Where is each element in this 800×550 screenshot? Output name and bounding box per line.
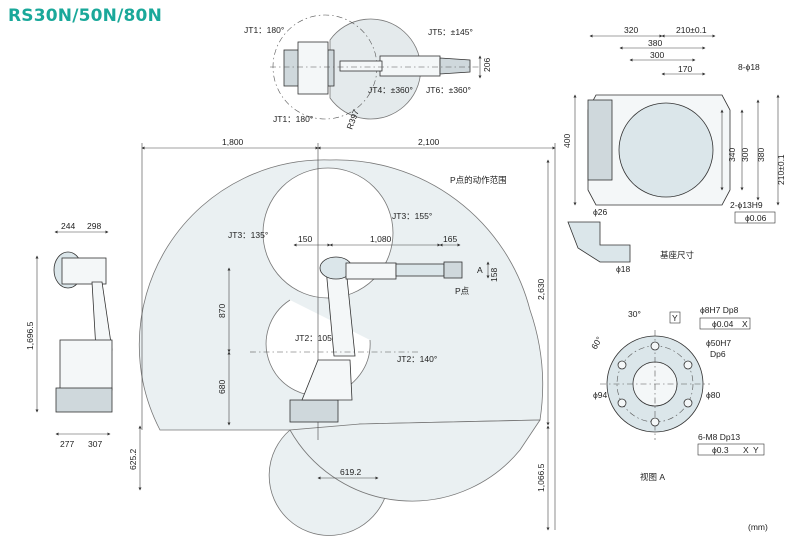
label-h50: ϕ50H7 xyxy=(706,338,731,348)
motion-range-lower-lobe xyxy=(289,419,541,502)
label-300a: 300 xyxy=(650,50,664,60)
label-150: 150 xyxy=(298,234,312,244)
label-d26: ϕ26 xyxy=(593,207,607,217)
side-view-arm-top xyxy=(61,257,107,285)
label-datum-y2: Y xyxy=(753,445,759,455)
label-jt2-140: JT2：140° xyxy=(397,354,437,364)
flange-hole xyxy=(650,341,660,351)
flange-hole xyxy=(683,398,693,408)
label-1080: 1,080 xyxy=(370,234,392,244)
label-a: A xyxy=(477,265,483,275)
side-view-base xyxy=(55,387,113,413)
base-plate-connector xyxy=(587,99,613,181)
label-datum-x2: X xyxy=(743,445,749,455)
label-1696: 1,696.5 xyxy=(25,321,35,350)
label-2630: 2,630 xyxy=(536,278,546,300)
label-165: 165 xyxy=(443,234,457,244)
label-d80: ϕ80 xyxy=(706,390,720,400)
top-view-wrist xyxy=(439,57,471,75)
label-30deg: 30° xyxy=(628,309,641,319)
label-400: 400 xyxy=(562,134,572,148)
label-datum-y: Y xyxy=(672,313,678,323)
label-320: 320 xyxy=(624,25,638,35)
datum-y-box xyxy=(669,311,681,324)
side-view-shoulder xyxy=(59,339,113,391)
page-title: RS30N/50N/80N xyxy=(8,6,163,26)
unit-label: (mm) xyxy=(748,522,768,532)
label-jt6: JT6：±360° xyxy=(426,85,471,95)
label-jt2-105-a: JT2：105° xyxy=(295,333,335,343)
label-2-holes: 2-ϕ13H9 xyxy=(730,200,763,210)
robot-forearm xyxy=(345,262,397,280)
robot-base xyxy=(289,399,339,423)
label-d94: ϕ94 xyxy=(593,390,607,400)
label-300b: 300 xyxy=(740,148,750,162)
top-view-arm-body xyxy=(297,41,329,95)
label-298: 298 xyxy=(87,221,101,231)
label-680: 680 xyxy=(217,380,227,394)
base-view: 320 210±0.1 380 300 170 8-ϕ18 400 340 30… xyxy=(562,25,786,274)
robot-wrist xyxy=(443,261,463,279)
label-1066: 1,066.5 xyxy=(536,463,546,492)
label-jt4: JT4：±360° xyxy=(368,85,413,95)
label-307: 307 xyxy=(88,439,102,449)
label-tol-004: ϕ0.04 xyxy=(712,319,734,329)
top-view: JT1：180° JT5：±145° JT4：±360° JT6：±360° J… xyxy=(244,14,492,131)
label-870: 870 xyxy=(217,304,227,318)
label-jt3-155: JT3：155° xyxy=(392,211,432,221)
label-340: 340 xyxy=(727,148,737,162)
label-2100: 2,100 xyxy=(418,137,440,147)
label-244: 244 xyxy=(61,221,75,231)
base-hole-section xyxy=(567,221,631,263)
top-view-forearm-link xyxy=(339,60,383,72)
label-210b: 210±0.1 xyxy=(776,154,786,185)
flange-view: 30° 60° Y ϕ8H7 Dp8 ϕ0.04 X ϕ50H7 Dp6 ϕ94… xyxy=(589,305,765,482)
main-view: 1,800 2,100 P点的动作范围 JT3：155° JT3：135° 15… xyxy=(128,137,556,536)
label-tol-006: ϕ0.06 xyxy=(745,213,767,223)
label-jt3-135: JT3：135° xyxy=(228,230,268,240)
flange-hole xyxy=(617,360,627,370)
label-jt1-top: JT1：180° xyxy=(244,25,284,35)
base-caption: 基座尺寸 xyxy=(660,250,695,260)
label-625: 625.2 xyxy=(128,448,138,470)
flange-hole xyxy=(617,398,627,408)
flange-caption: 视图 A xyxy=(640,472,665,482)
label-206: 206 xyxy=(482,58,492,72)
label-380a: 380 xyxy=(648,38,662,48)
label-60deg: 60° xyxy=(589,335,604,351)
label-277: 277 xyxy=(60,439,74,449)
label-1800: 1,800 xyxy=(222,137,244,147)
label-158: 158 xyxy=(489,268,499,282)
tolerance-box-004 xyxy=(699,317,751,330)
label-tol-03: ϕ0.3 xyxy=(712,445,729,455)
tolerance-box-03 xyxy=(697,443,765,456)
top-view-forearm xyxy=(379,55,441,77)
robot-forearm-tube xyxy=(395,263,445,277)
label-p-point: P点 xyxy=(455,286,470,296)
label-170: 170 xyxy=(678,64,692,74)
label-h8: ϕ8H7 Dp8 xyxy=(700,305,739,315)
label-210a: 210±0.1 xyxy=(676,25,707,35)
label-d18: ϕ18 xyxy=(616,264,630,274)
label-jt5: JT5：±145° xyxy=(428,27,473,37)
label-jt1-bottom: JT1：180° xyxy=(273,114,313,124)
label-m8: 6-M8 Dp13 xyxy=(698,432,740,442)
robot-shoulder xyxy=(301,359,353,401)
flange-hole xyxy=(650,417,660,427)
label-380b: 380 xyxy=(756,148,766,162)
label-datum-x: X xyxy=(742,319,748,329)
base-plate-center xyxy=(618,102,714,198)
side-view: 244 298 1,696.5 277 307 xyxy=(25,221,113,449)
label-p-range: P点的动作范围 xyxy=(450,175,507,185)
label-8-holes: 8-ϕ18 xyxy=(738,62,760,72)
tolerance-box-006 xyxy=(734,211,776,224)
flange-hole xyxy=(683,360,693,370)
label-dp6: Dp6 xyxy=(710,349,726,359)
label-619: 619.2 xyxy=(340,467,362,477)
